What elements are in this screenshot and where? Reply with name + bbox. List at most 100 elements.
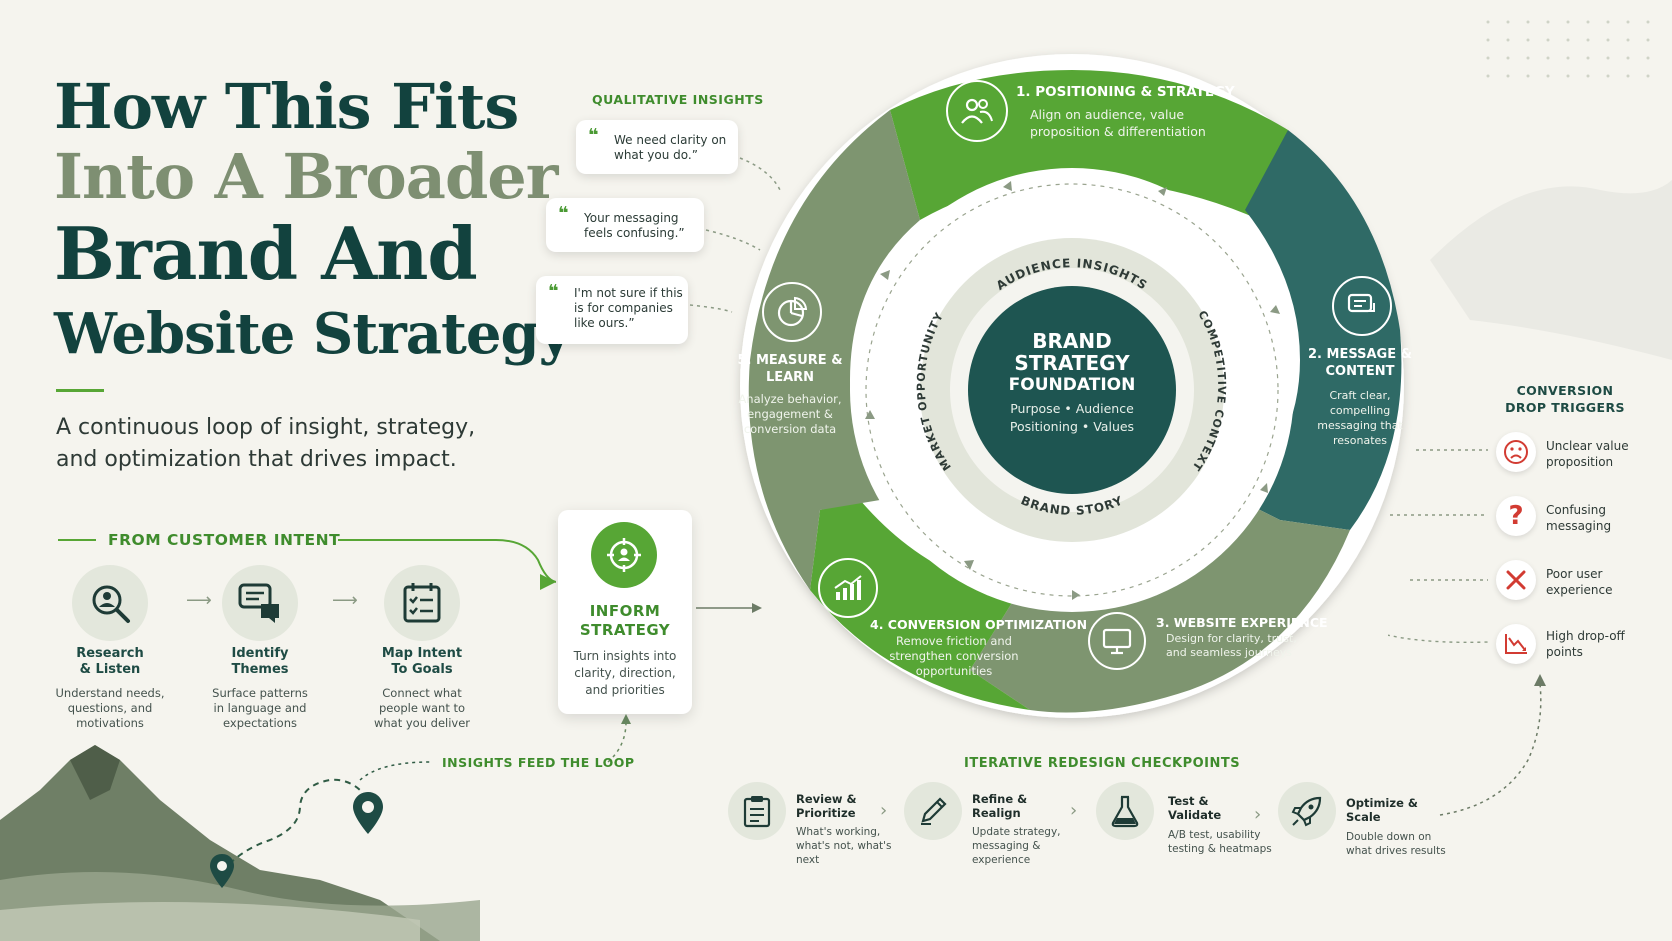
checkpoint-chevron-icon: ›	[1070, 800, 1078, 821]
target-person-icon	[607, 538, 641, 572]
quote-icon: ❝	[558, 203, 569, 224]
dot-grid	[1486, 20, 1650, 78]
checkpoint-optimize-icon-wrap	[1278, 782, 1336, 840]
quote-icon: ❝	[588, 125, 599, 146]
chat-bubbles-icon	[238, 583, 279, 623]
segment-5-icon-wrap	[762, 282, 822, 342]
checkpoint-test-icon-wrap	[1096, 782, 1154, 840]
title-line-1: How This Fits	[54, 70, 519, 143]
users-icon	[961, 98, 993, 124]
question-mark-icon: ?	[1508, 501, 1524, 531]
segment-message	[1240, 130, 1402, 530]
checkpoint-review-icon-wrap	[728, 782, 786, 840]
x-mark-icon	[1506, 570, 1526, 590]
segment-3-icon-wrap	[1088, 612, 1146, 670]
frown-face-icon	[1504, 440, 1528, 464]
flask-icon	[1111, 795, 1139, 828]
checkpoint-refine-desc: Update strategy,messaging &experience	[972, 826, 1061, 866]
quote-icon: ❝	[548, 281, 559, 302]
checkpoint-optimize-title: Optimize &Scale	[1346, 796, 1418, 824]
segment-website	[970, 500, 1350, 713]
checkpoint-chevron-icon: ›	[880, 800, 888, 821]
title-underline	[56, 389, 104, 392]
monitor-icon	[1102, 628, 1132, 655]
intent-connector	[58, 539, 556, 583]
checkpoint-test-title: Test &Validate	[1168, 794, 1222, 822]
checkpoints-heading: ITERATIVE REDESIGN CHECKPOINTS	[964, 756, 1241, 771]
title-line-4: Website Strategy	[54, 301, 571, 367]
intent-arrowhead	[540, 574, 556, 590]
checkpoint-refine-title: Refine &Realign	[972, 792, 1028, 820]
checkpoint-refine-icon-wrap	[904, 782, 962, 840]
segment-5-title: 5. MEASURE &LEARN	[737, 353, 843, 385]
title-line-3: Brand And	[54, 211, 478, 296]
subtitle-line-1: A continuous loop of insight, strategy,	[56, 415, 476, 440]
map-pin-icon	[353, 792, 383, 834]
trigger-poor-ux-icon-wrap	[1496, 560, 1536, 600]
intent-heading: FROM CUSTOMER INTENT	[108, 531, 341, 549]
search-person-icon	[92, 585, 130, 623]
pencil-icon	[921, 797, 947, 825]
checkpoint-loop-arrow	[1439, 674, 1546, 816]
pie-chart-icon	[777, 296, 808, 327]
segment-3-desc: Design for clarity, trust,and seamless j…	[1166, 632, 1297, 659]
center-circle	[968, 286, 1176, 494]
checkpoint-chevron-icon: ›	[1254, 804, 1262, 825]
drop-chart-icon	[1505, 634, 1527, 654]
step-map-intent-icon-wrap	[384, 565, 460, 641]
cycle-diagram: AUDIENCE INSIGHTS BRAND STORY MARKET OPP…	[740, 54, 1404, 718]
segment-3-title: 3. WEBSITE EXPERIENCE	[1156, 615, 1328, 630]
step-arrow: ⟶	[186, 590, 212, 611]
trigger-confusing-icon-wrap: ?	[1496, 496, 1536, 536]
segment-4-title: 4. CONVERSION OPTIMIZATION	[870, 617, 1088, 632]
step-research-title: Research& Listen	[76, 646, 144, 677]
checklist-icon	[403, 583, 441, 623]
step-themes-icon-wrap	[222, 565, 298, 641]
segment-conversion	[810, 500, 1030, 710]
trigger-dropoff-icon-wrap	[1496, 624, 1536, 664]
segment-2-title: 2. MESSAGE &CONTENT	[1308, 347, 1412, 379]
map-pin-icon	[210, 854, 234, 888]
inform-icon-wrap	[591, 522, 657, 588]
segment-1-title: 1. POSITIONING & STRATEGY	[1016, 84, 1235, 100]
step-research-icon-wrap	[72, 565, 148, 641]
segment-1-icon-wrap	[946, 80, 1008, 142]
segment-5-desc: Analyze behavior,engagement &conversion …	[738, 392, 842, 436]
title-line-2: Into A Broader	[54, 140, 558, 213]
segment-measure	[748, 110, 920, 590]
qualitative-heading: QUALITATIVE INSIGHTS	[592, 92, 764, 107]
checkpoint-review-title: Review &Prioritize	[796, 792, 857, 820]
trigger-connectors	[1388, 449, 1489, 643]
message-icon	[1347, 293, 1375, 313]
subtitle-line-2: and optimization that drives impact.	[56, 447, 457, 472]
quote-connectors	[689, 157, 781, 313]
segment-4-icon-wrap	[818, 558, 878, 618]
rocket-icon	[1291, 796, 1322, 827]
clipboard-icon	[743, 796, 771, 828]
feed-loop-label: INSIGHTS FEED THE LOOP	[442, 755, 635, 770]
trigger-unclear-icon-wrap	[1496, 432, 1536, 472]
growth-chart-icon	[834, 575, 862, 600]
